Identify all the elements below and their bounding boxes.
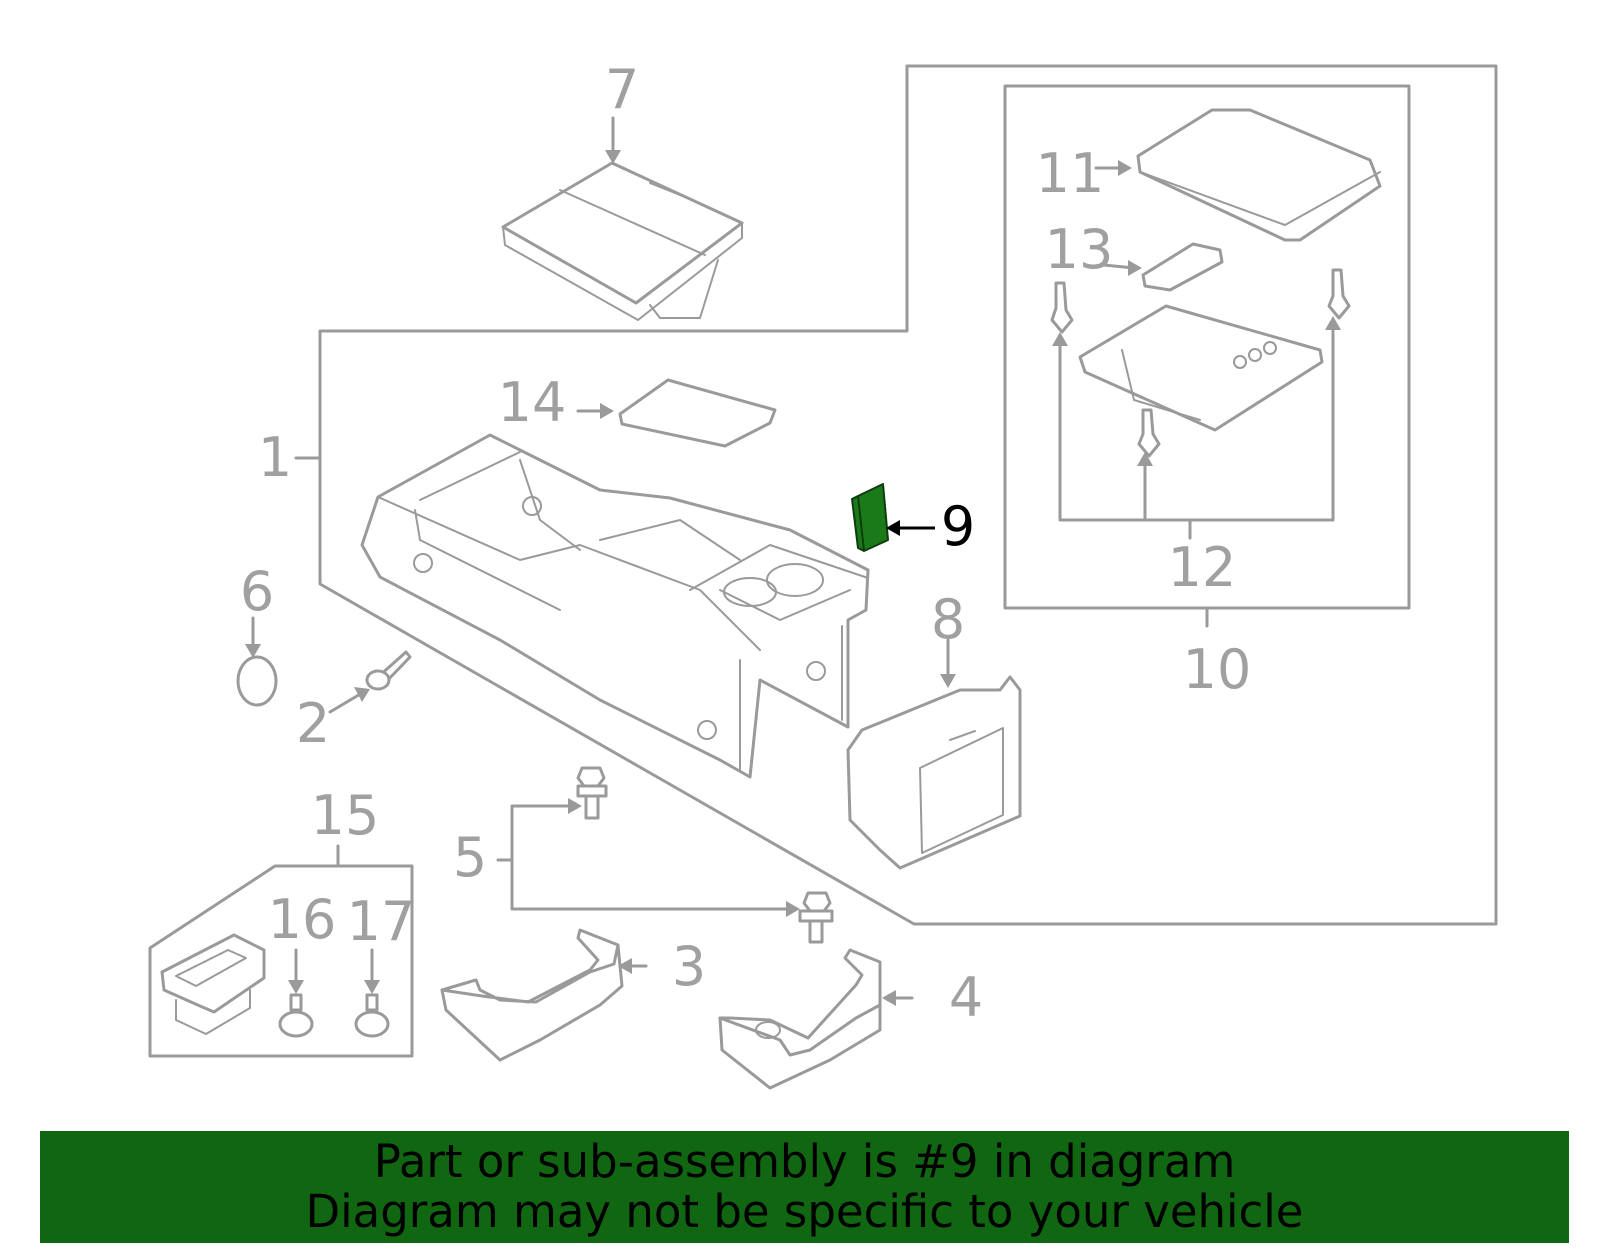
callout-7: 7 — [605, 58, 639, 121]
part-14-pad — [618, 378, 777, 448]
part-16-clip — [278, 993, 314, 1038]
callout-12: 12 — [1168, 536, 1237, 599]
part-6-ring — [236, 655, 278, 707]
callout-2: 2 — [296, 692, 330, 755]
pin-left — [1050, 281, 1074, 334]
callout-1: 1 — [258, 426, 292, 489]
callout-15: 15 — [311, 784, 380, 847]
part-9-leader — [886, 520, 935, 536]
callout-14: 14 — [498, 371, 567, 434]
part-1-console — [360, 433, 870, 779]
part-5-bolt-upper — [576, 766, 608, 820]
callout-13: 13 — [1045, 218, 1114, 281]
part-3-bracket — [440, 928, 624, 1062]
console-group-outline — [318, 64, 1498, 926]
part-9-highlighted — [851, 483, 889, 552]
part-4-bracket — [718, 948, 882, 1090]
part-12-armrest-base — [1078, 304, 1324, 432]
part-7-lid — [501, 161, 744, 321]
callout-17: 17 — [347, 890, 416, 953]
banner-line-1: Part or sub-assembly is #9 in diagram — [373, 1135, 1236, 1188]
part-2-screw — [365, 650, 412, 691]
callout-6: 6 — [240, 560, 274, 623]
part-8-rear-panel — [846, 675, 1022, 870]
callout-4: 4 — [949, 966, 983, 1029]
pin-right — [1327, 268, 1351, 320]
callout-11: 11 — [1036, 142, 1105, 205]
callout-3: 3 — [672, 935, 706, 998]
callout-9: 9 — [941, 495, 975, 558]
banner-line-2: Diagram may not be specific to your vehi… — [305, 1185, 1304, 1238]
info-banner: Part or sub-assembly is #9 in diagram Di… — [40, 1131, 1569, 1243]
pin-center — [1137, 408, 1161, 458]
part-5-bolt-lower — [798, 891, 834, 944]
part-15-switch — [160, 933, 266, 1035]
leader-lines — [245, 116, 1341, 1006]
callout-5: 5 — [453, 826, 487, 889]
part-11-armrest-cushion — [1136, 108, 1382, 242]
part-13-hinge — [1141, 242, 1224, 292]
callout-16: 16 — [268, 888, 337, 951]
switch-group-box — [148, 864, 414, 1058]
callout-8: 8 — [931, 588, 965, 651]
callout-10: 10 — [1183, 638, 1252, 701]
part-17-clip — [354, 993, 390, 1038]
